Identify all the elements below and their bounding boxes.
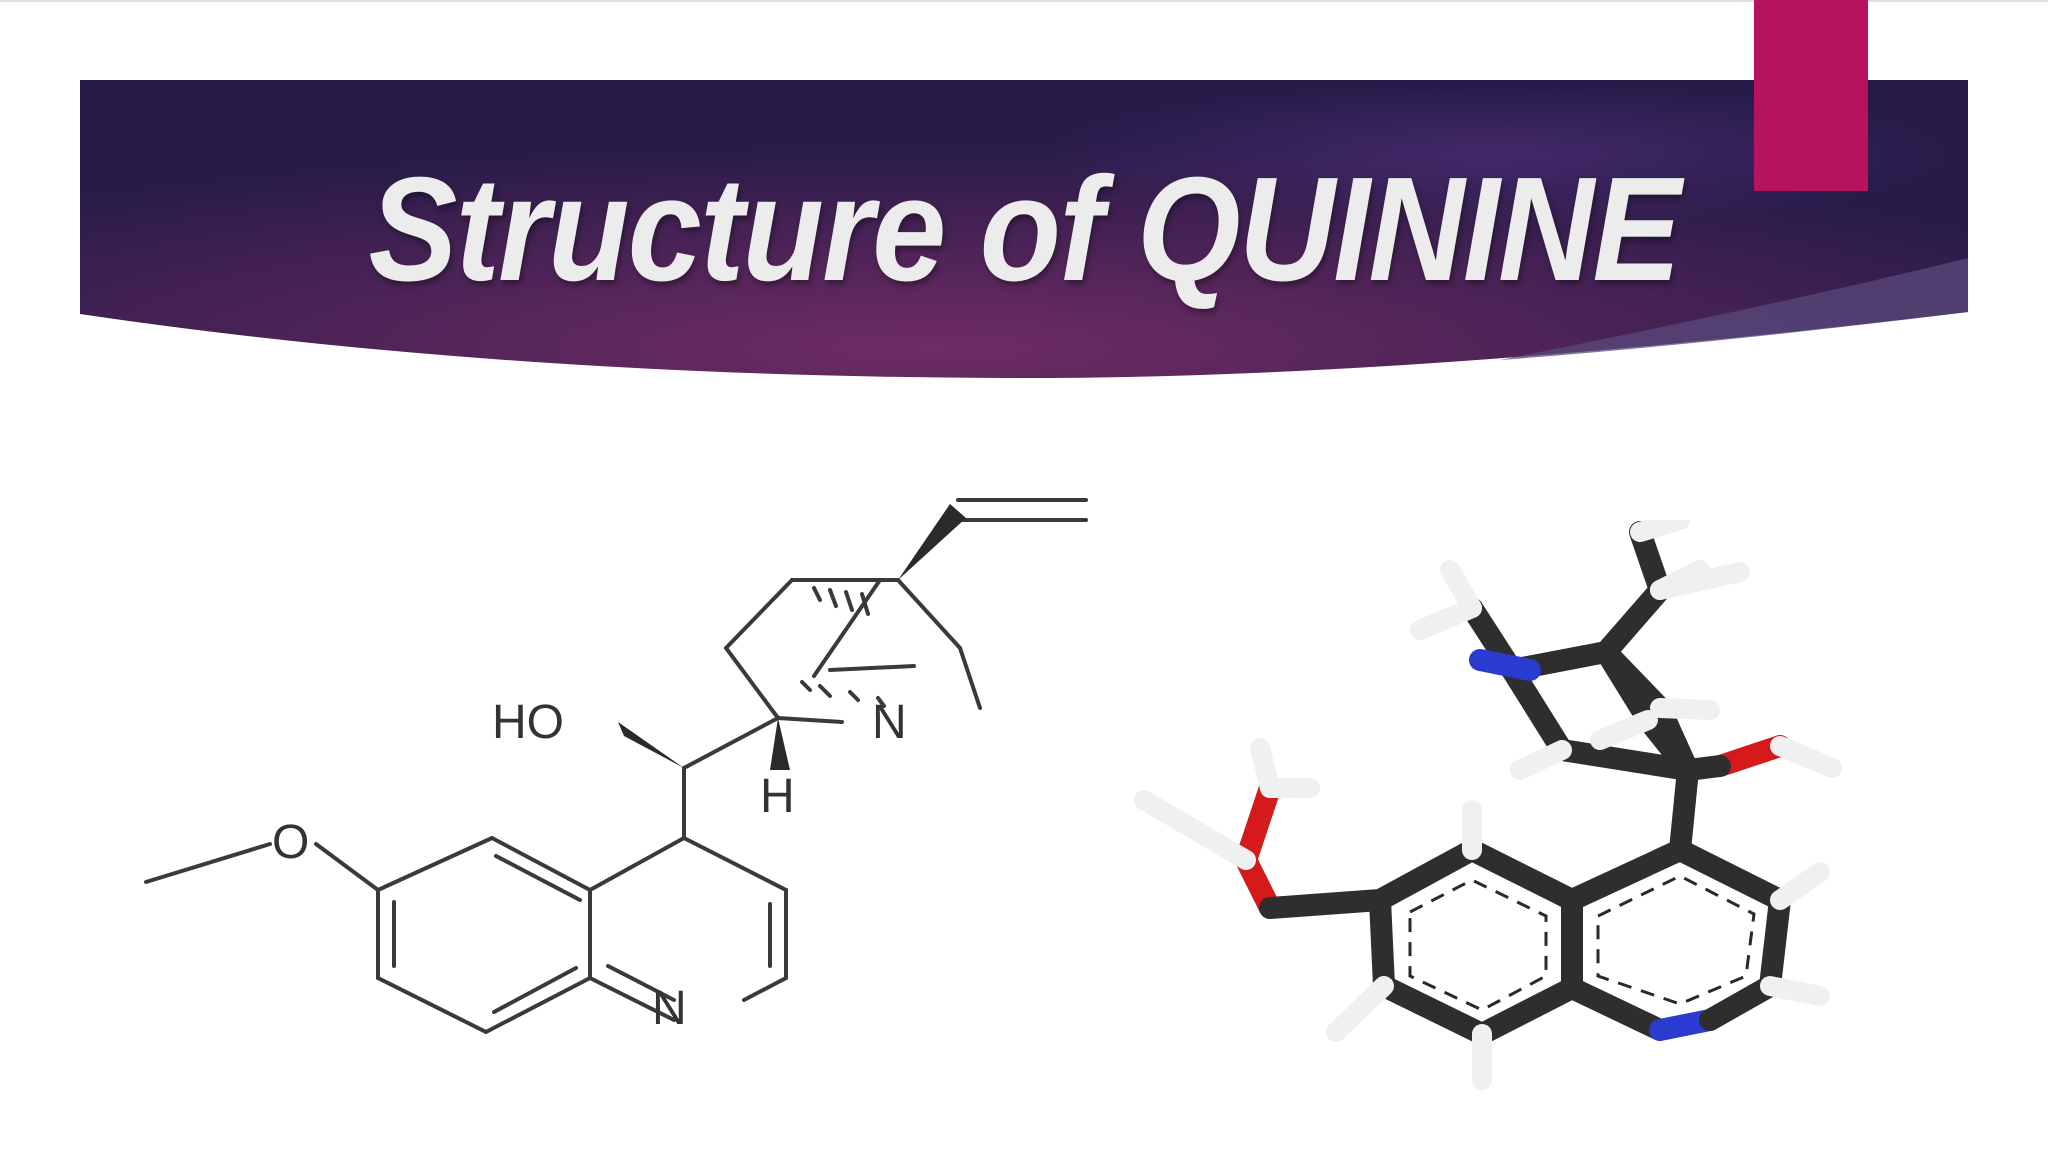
accent-tab — [1754, 0, 1868, 191]
ring-nitrogen-label: N — [652, 982, 687, 1035]
methoxy-oxygen-label: O — [272, 816, 309, 869]
hydrogen-label: H — [760, 770, 795, 823]
hydroxyl-label: HO — [492, 696, 564, 749]
bridge-nitrogen-label: N — [872, 696, 907, 749]
quinine-2d-structure: HO N H O N — [144, 498, 1088, 1035]
title-banner — [80, 80, 1968, 379]
top-border-line — [0, 0, 2048, 2]
quinine-3d-model — [1134, 520, 1842, 1090]
slide-title: Structure of QUININE — [368, 147, 1682, 312]
